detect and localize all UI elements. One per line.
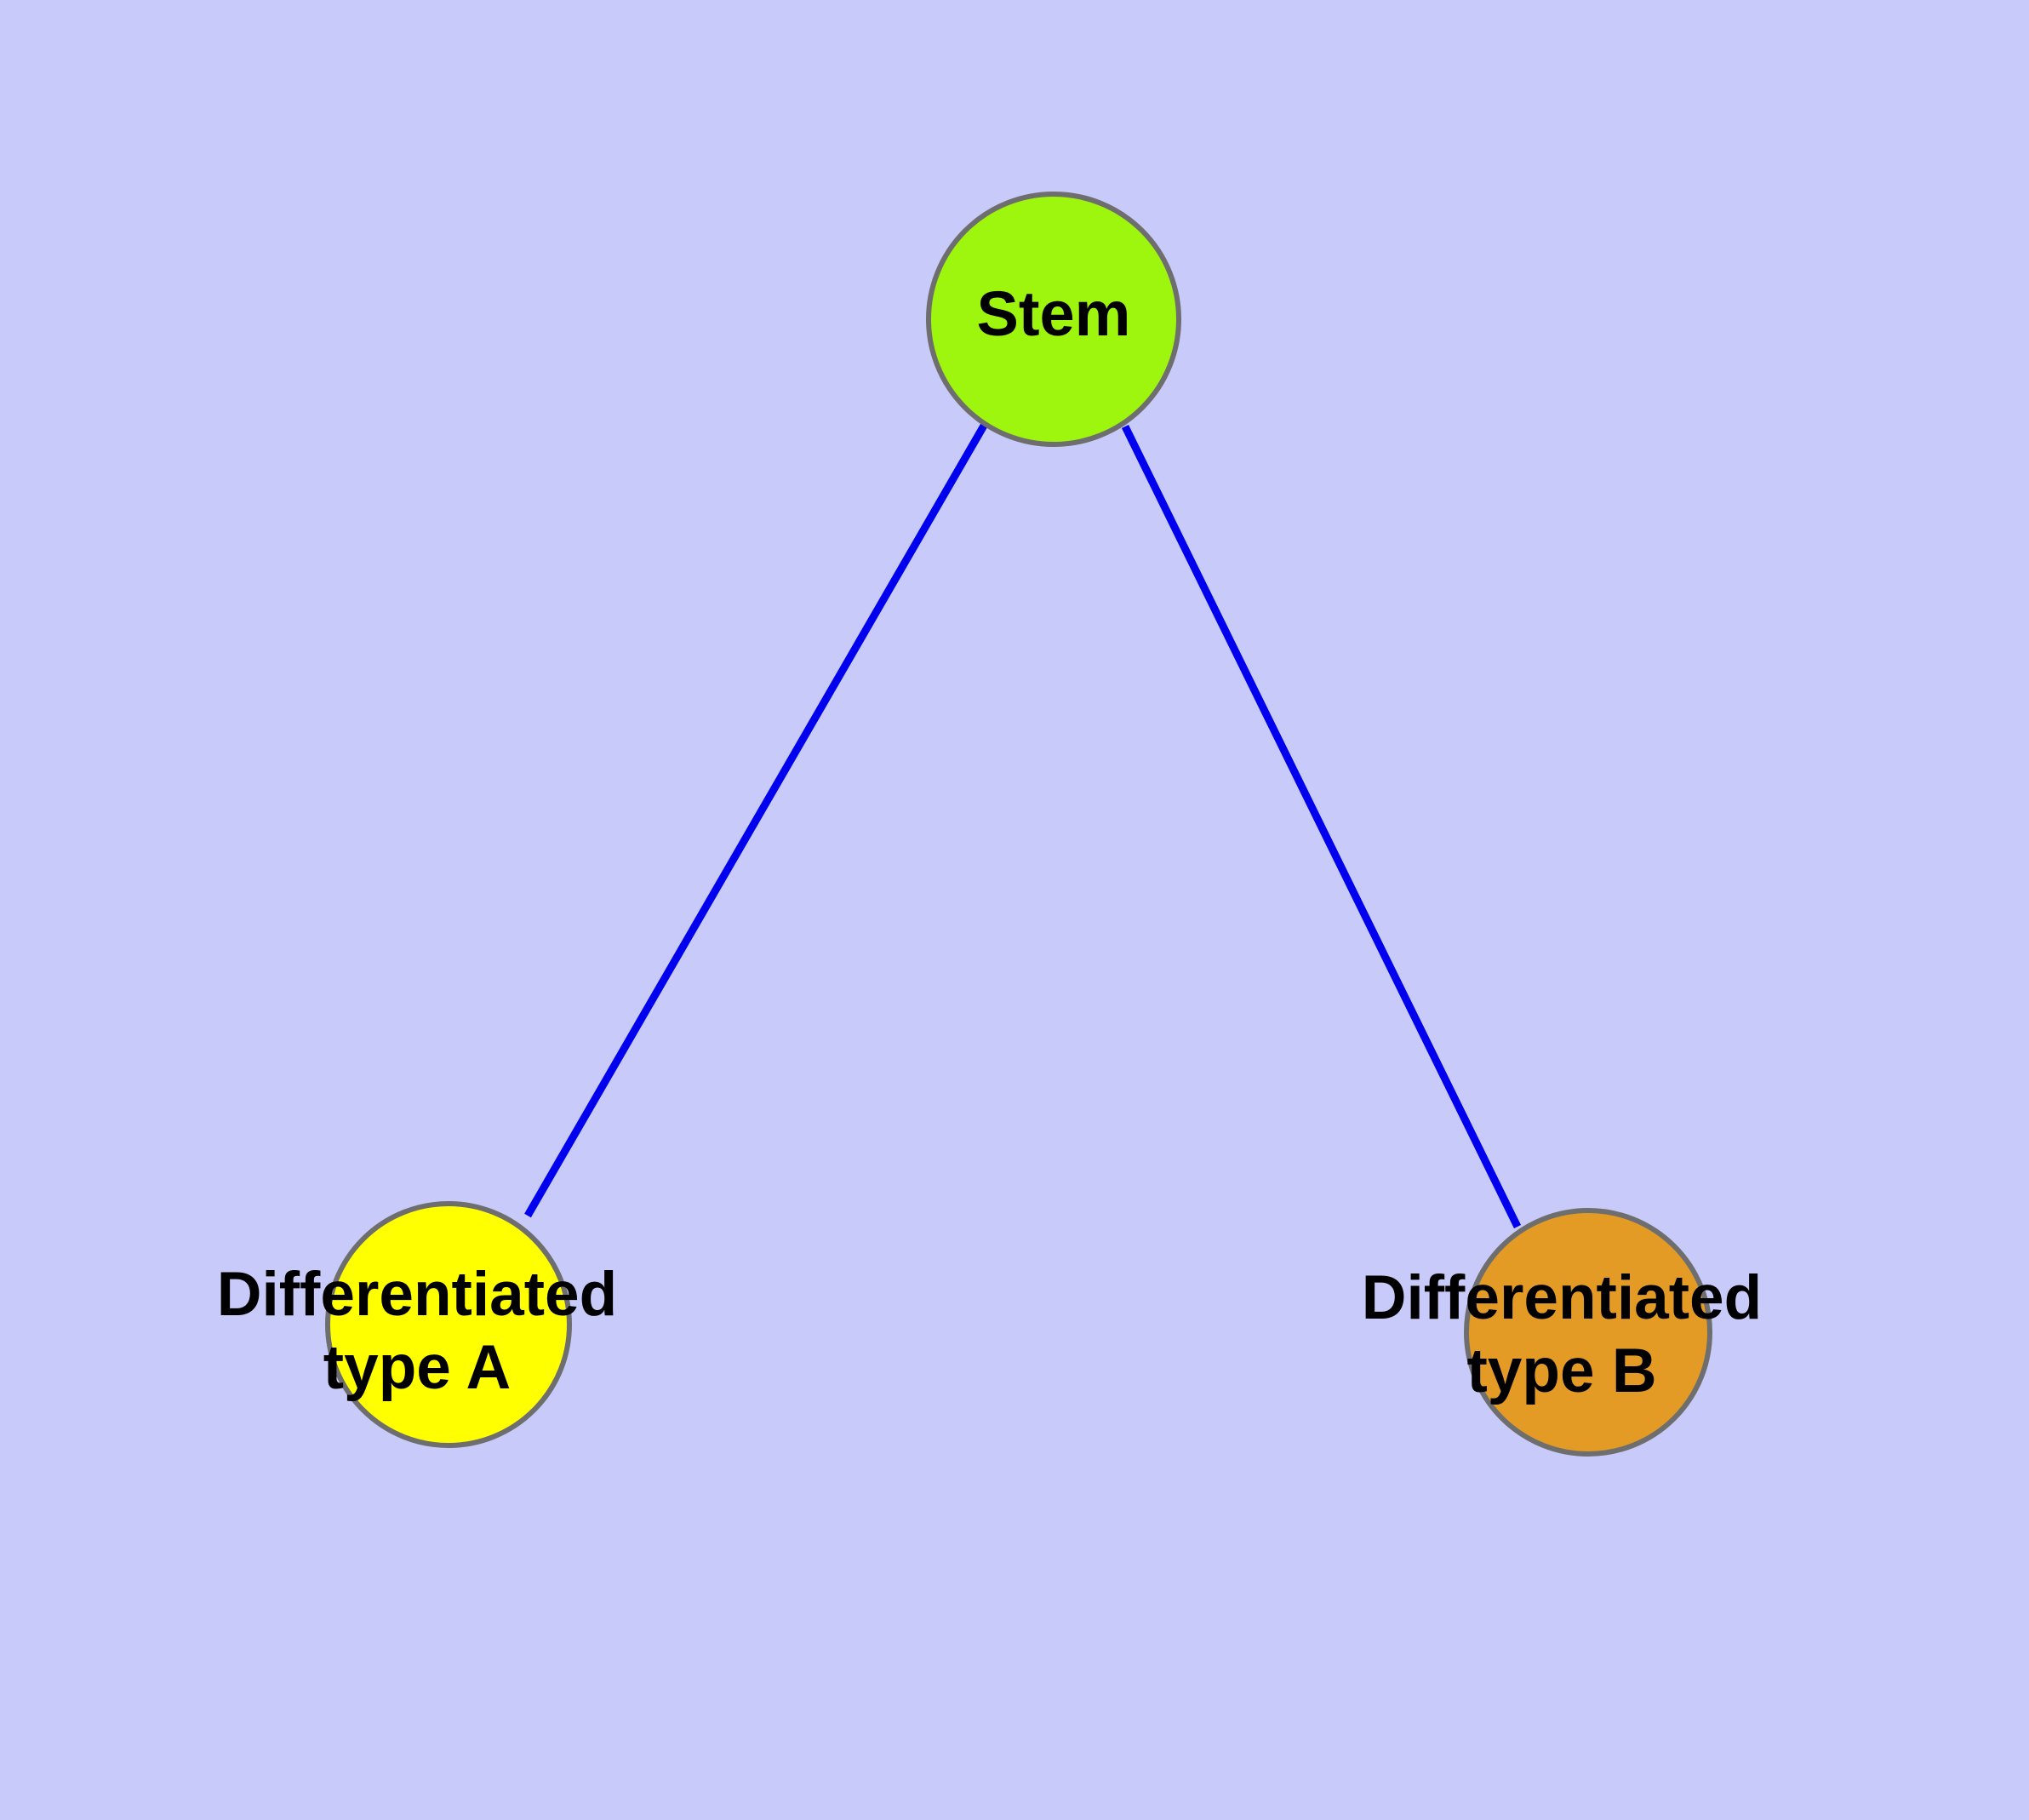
node-differentiated-type-b[interactable] [1464, 1208, 1712, 1457]
node-stem[interactable] [926, 192, 1181, 447]
edge-stem-to-differentiated-type-a[interactable] [524, 423, 987, 1218]
node-differentiated-type-a[interactable] [325, 1201, 572, 1448]
edge-stem-to-differentiated-type-b[interactable] [1121, 425, 1522, 1228]
